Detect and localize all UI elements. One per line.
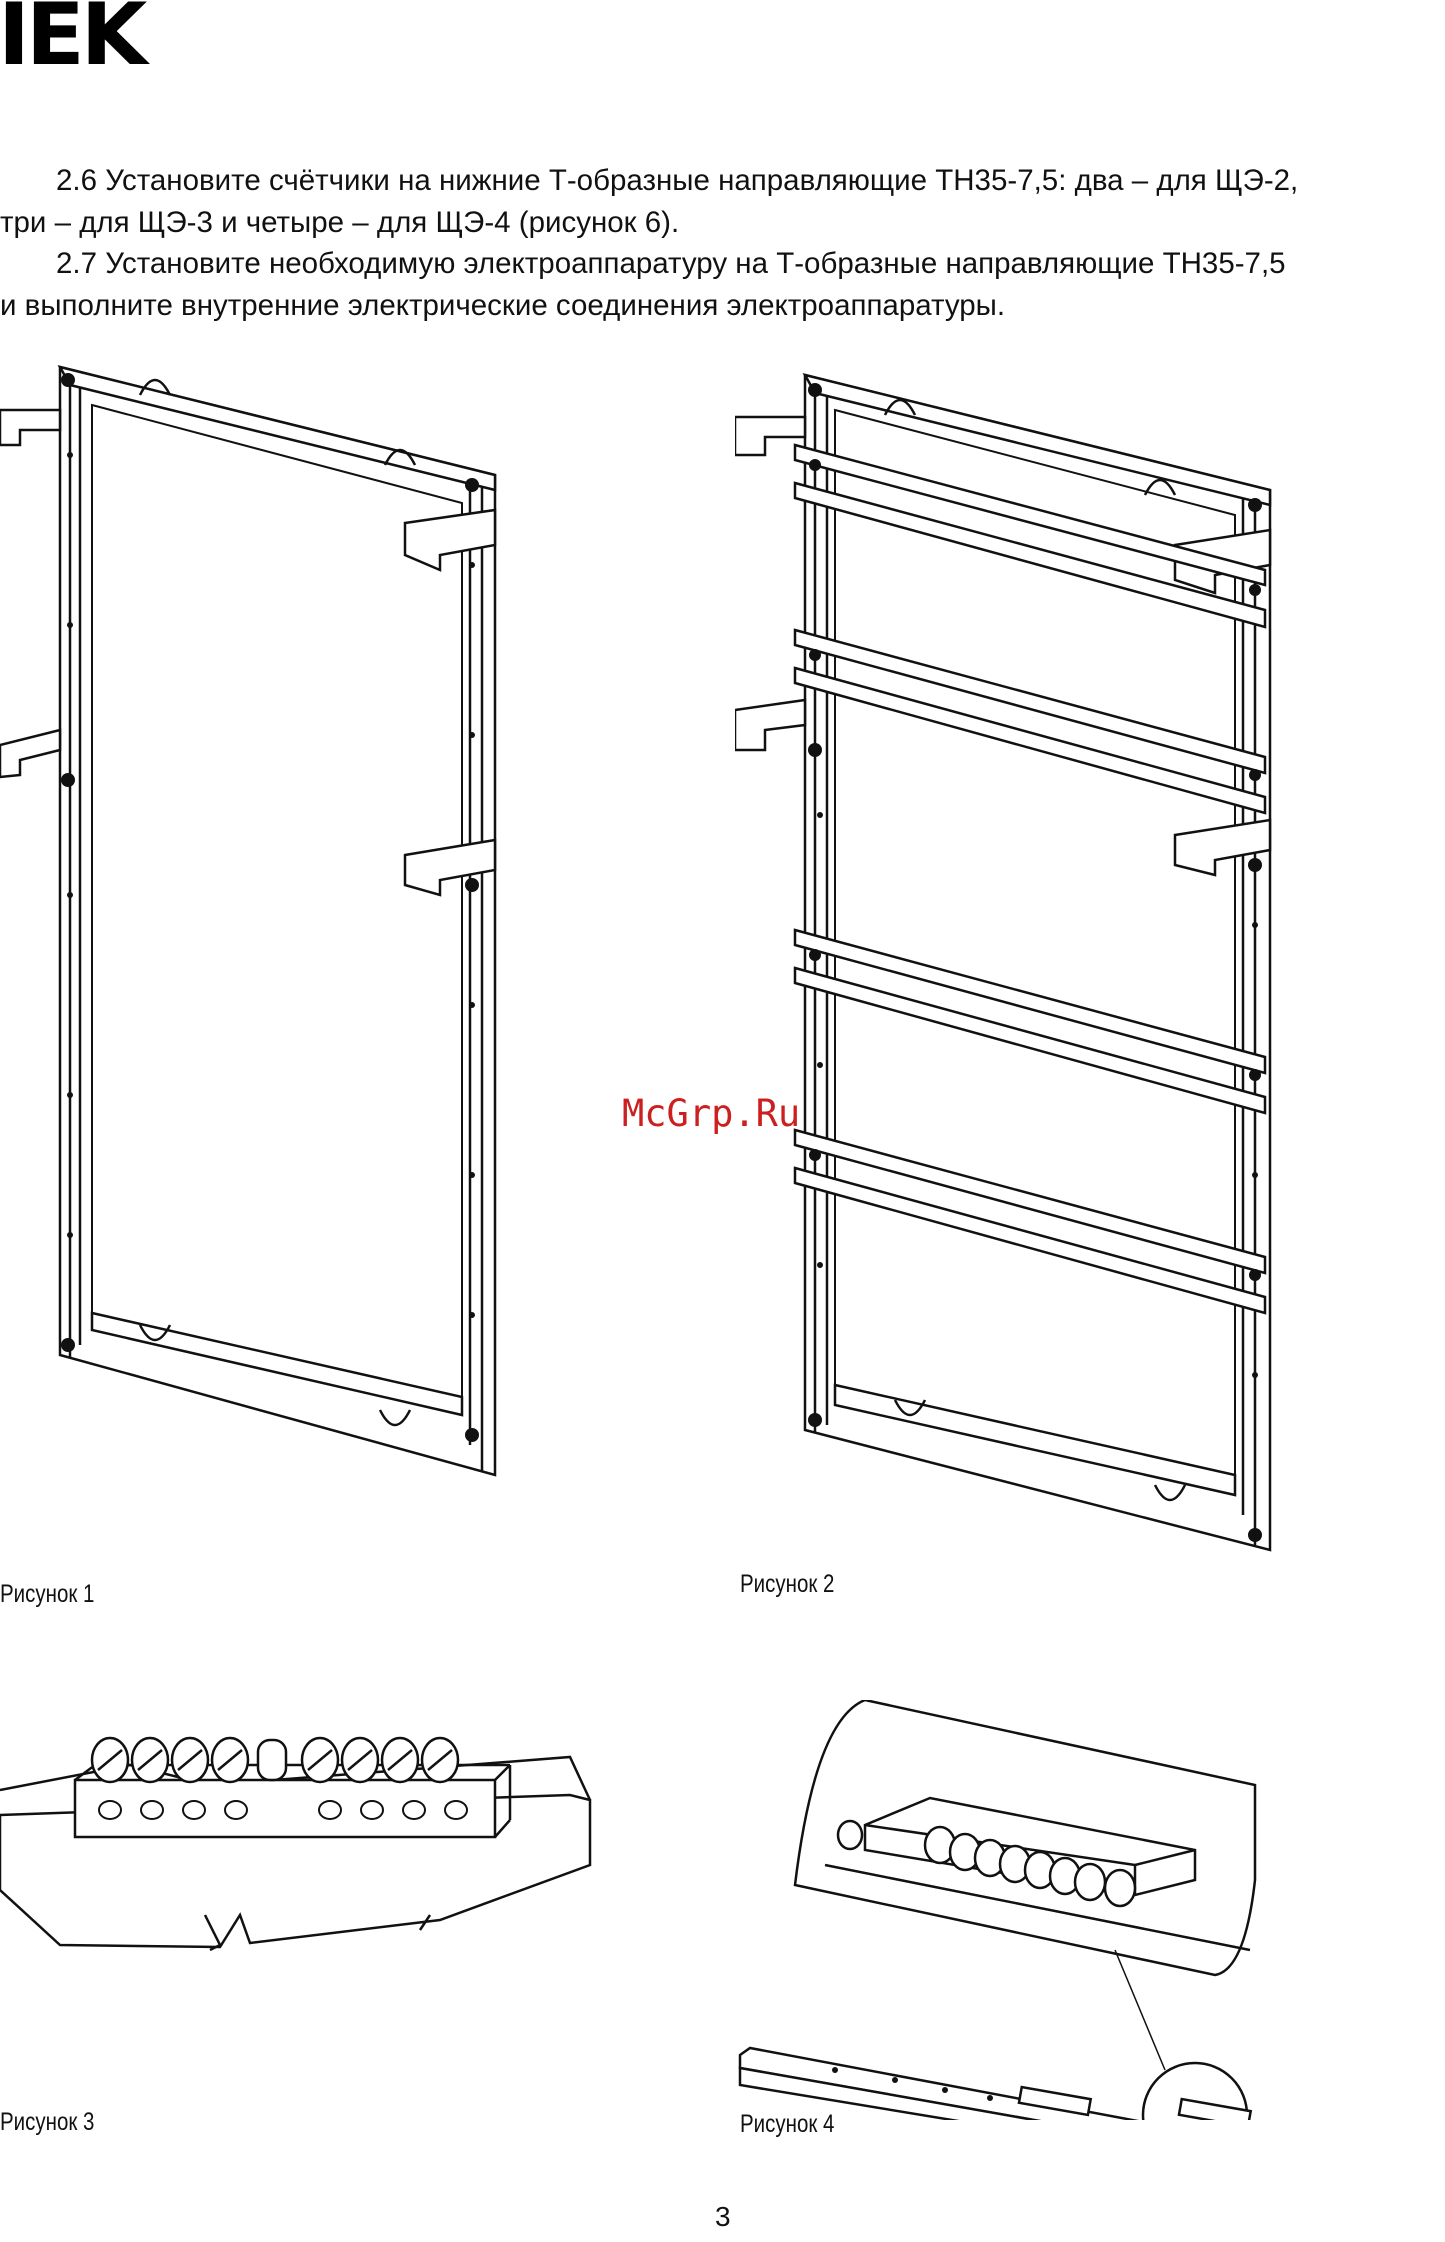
logo-text: IEK [0,0,147,85]
paragraph-line: 2.7 Установите необходимую электроаппара… [56,247,1286,280]
figure-4-rail-detail-drawing [738,1700,1257,2120]
paragraph-line: и выполните внутренние электрические сое… [0,289,1006,322]
paragraph-line: три – для ЩЭ-3 и четыре – для ЩЭ-4 (рису… [0,206,680,239]
paragraph-2-7: 2.7 Установите необходимую электроаппара… [0,243,1440,327]
paragraph-line: 2.6 Установите счётчики на нижние Т-обра… [56,164,1299,197]
figure-2-frame-with-rails-drawing [735,373,1272,1552]
iek-logo: IEK [0,0,175,80]
page-number: 3 [715,2201,731,2232]
figure-1-frame-drawing [0,365,497,1477]
figure-1-caption: Рисунок 1 [0,1580,95,1608]
paragraph-2-6: 2.6 Установите счётчики на нижние Т-обра… [0,160,1440,244]
watermark: McGrp.Ru [622,1092,801,1135]
figure-3-caption: Рисунок 3 [0,2108,95,2136]
figure-3-terminal-block-drawing [0,1736,592,1952]
figure-4-caption: Рисунок 4 [740,2110,835,2138]
figure-2-caption: Рисунок 2 [740,1570,835,1598]
